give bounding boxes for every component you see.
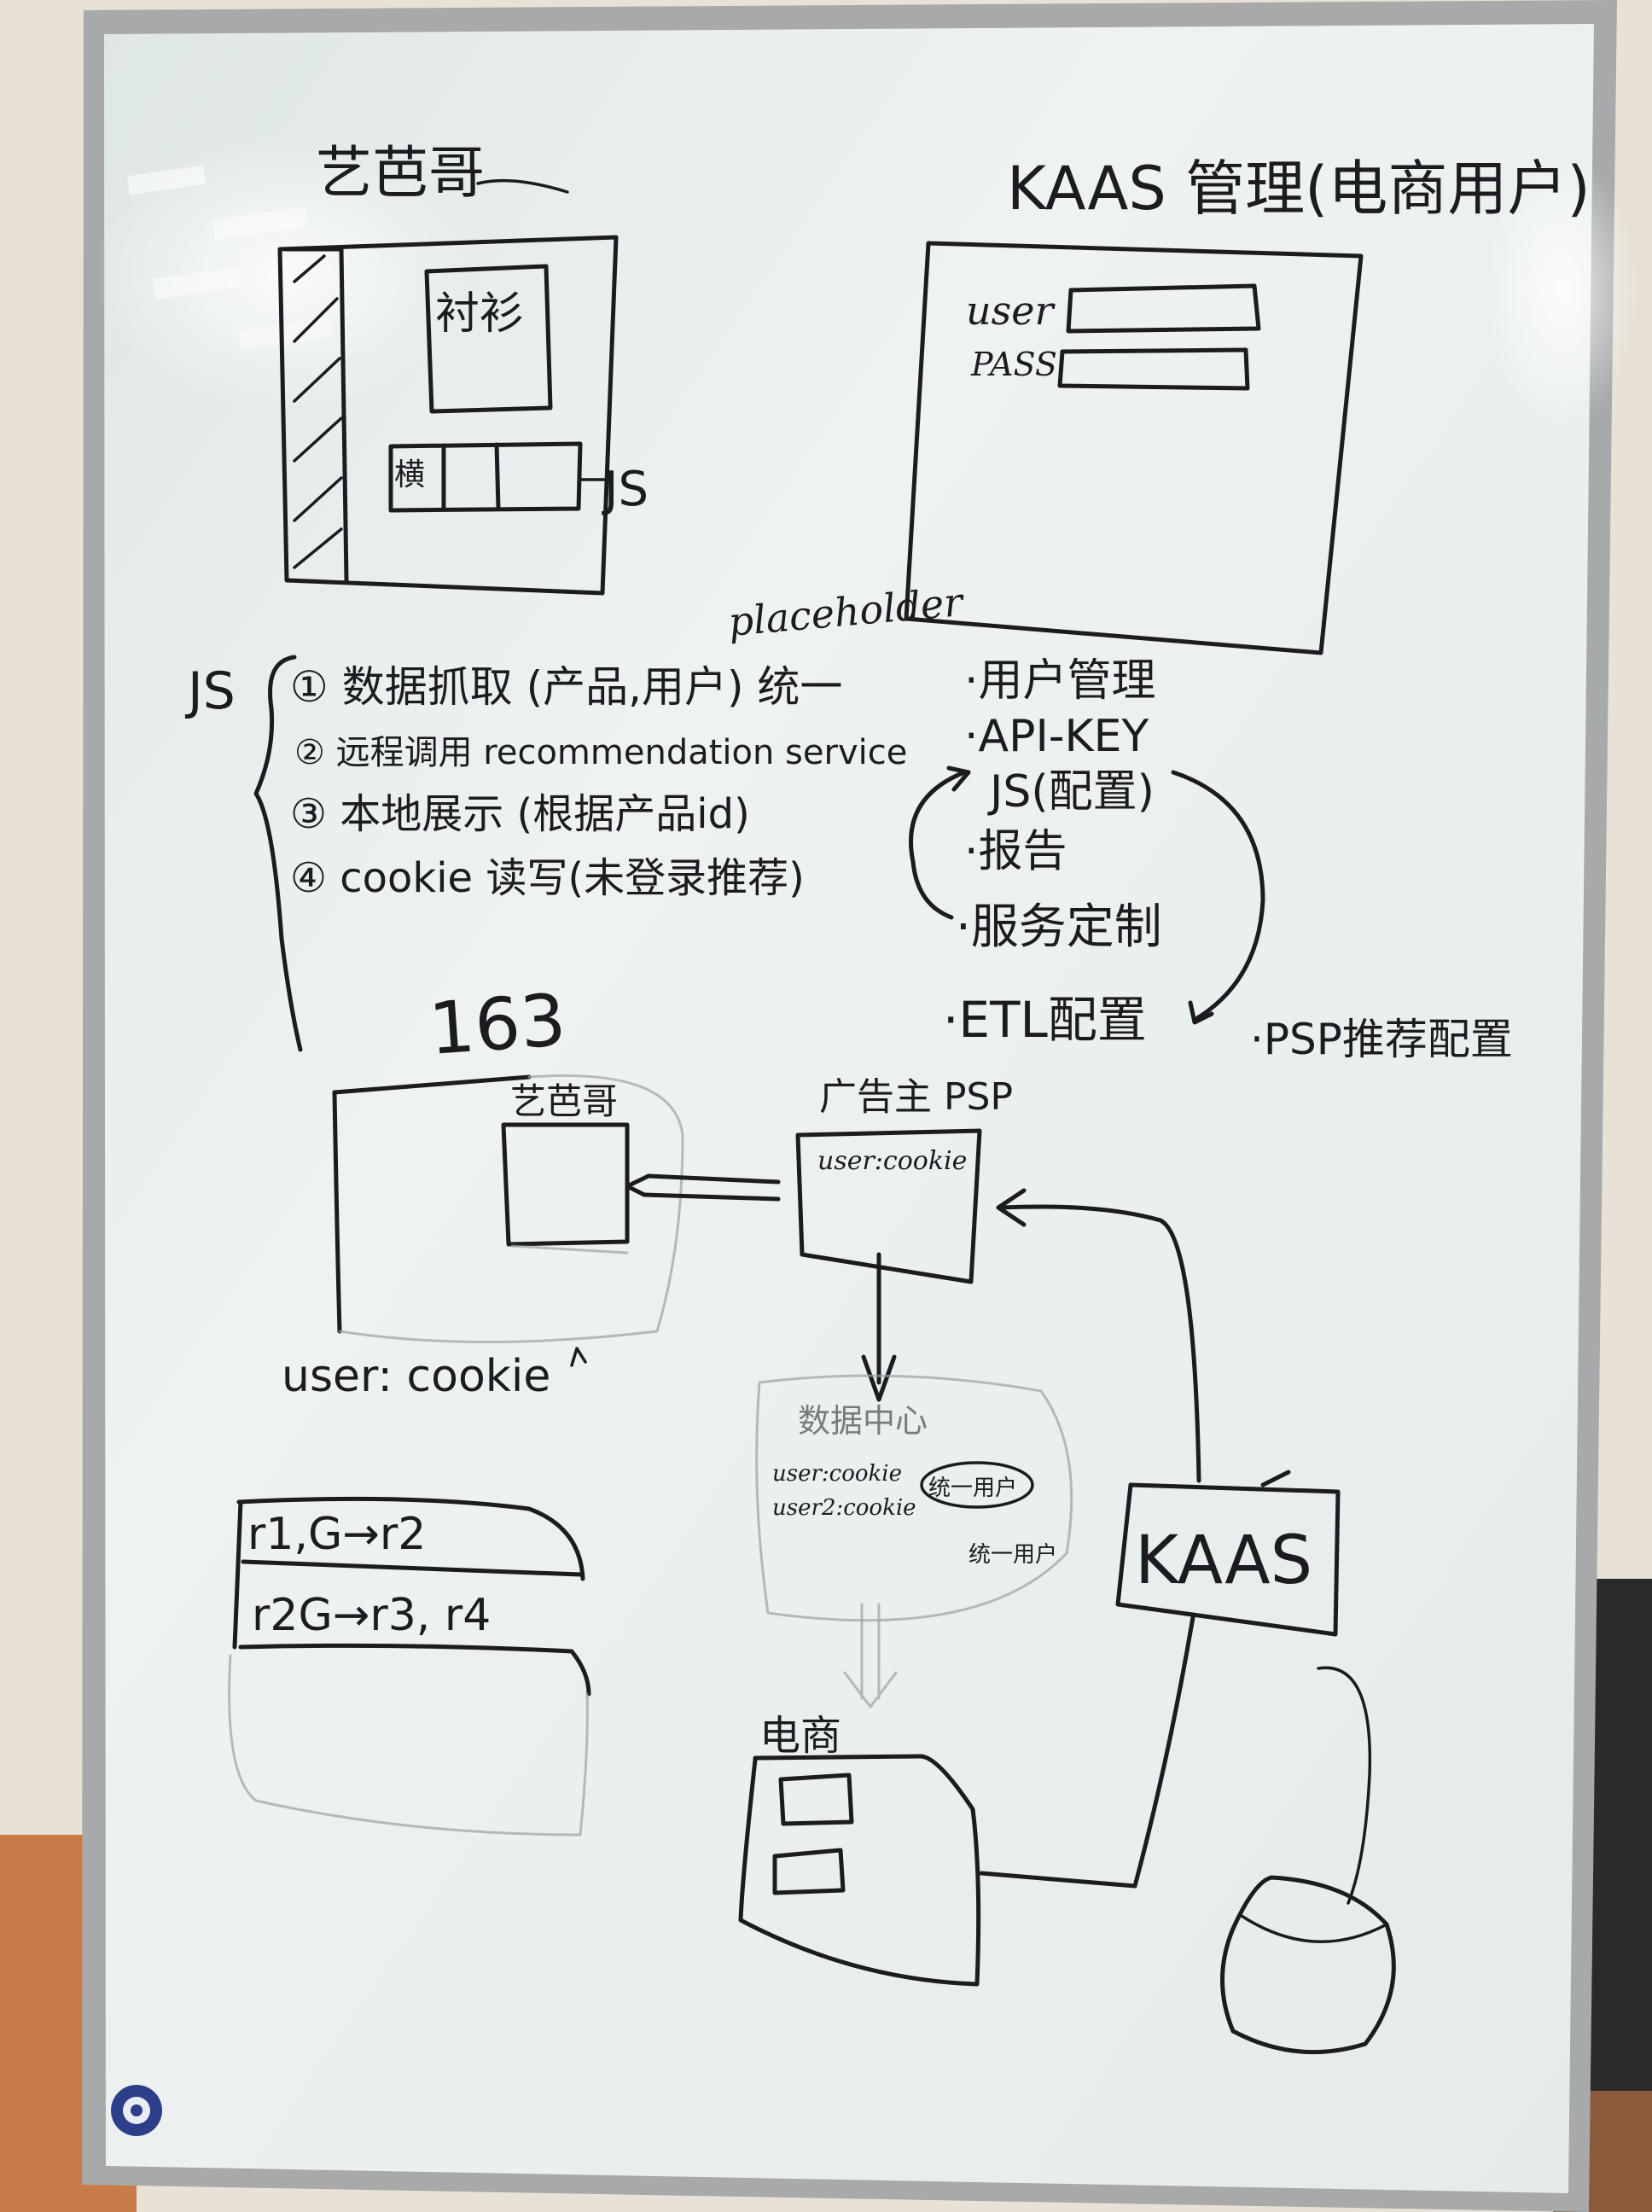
exchange-line-1: user:cookie (772, 1461, 902, 1487)
js-item-3: ③ 本地展示 (根据产品id) (290, 790, 750, 838)
recommend-slot-label: 横 (394, 457, 425, 492)
database-sketch (1220, 1875, 1396, 2055)
js-list-label: JS (184, 661, 236, 721)
kaas-admin-title: KAAS 管理(电商用户) (1007, 154, 1591, 224)
user-label: user (966, 288, 1056, 334)
board-logo (111, 2085, 162, 2136)
menu-item-psp: ·PSP推荐配置 (1250, 1015, 1513, 1064)
product-image-label: 衬衫 (435, 288, 524, 340)
site-inner-label: 艺芭哥 (510, 1080, 618, 1122)
menu-item-user-mgmt: ·用户管理 (964, 655, 1156, 707)
psp-label: 广告主 PSP (819, 1075, 1013, 1119)
kaas-box-sketch: KAAS (979, 1470, 1372, 1905)
board-surface (104, 24, 1594, 2193)
menu-item-js-config: JS(配置) (987, 766, 1155, 818)
page-mockup-sketch: 艺芭哥 衬衫 横 JS (277, 140, 649, 596)
merchant-sketch: 电商 (738, 1712, 981, 1987)
menu-item-etl: ·ETL配置 (943, 991, 1147, 1049)
js-feature-list: JS ① 数据抓取 (产品,用户) 统一 ② 远程调用 recommendati… (184, 655, 907, 1052)
rule-row-2: r2G→r3, r4 (252, 1590, 491, 1641)
psp-sketch: 广告主 PSP user:cookie (625, 1075, 1201, 1483)
rules-table-sketch: r1,G→r2 r2G→r3, r4 (228, 1496, 591, 1837)
pass-label: PASS (970, 346, 1057, 383)
exchange-note-1: 统一用户 (928, 1476, 1017, 1501)
js-item-2: ② 远程调用 recommendation service (294, 733, 907, 772)
exchange-line-2: user2:cookie (772, 1495, 916, 1521)
menu-item-report: ·报告 (964, 826, 1067, 877)
exchange-sketch: 数据中心 user:cookie user2:cookie 统一用户 统一用户 (755, 1374, 1073, 1708)
menu-item-api-key: ·API-KEY (964, 711, 1149, 762)
js-item-4: ④ cookie 读写(未登录推荐) (290, 854, 805, 902)
kaas-box-label: KAAS (1135, 1522, 1312, 1599)
mockup-title: 艺芭哥 (316, 140, 485, 206)
exchange-label: 数据中心 (798, 1402, 928, 1440)
site-cookie-label: user: cookie (282, 1351, 550, 1402)
site-163-sketch: 163 艺芭哥 user: cookie (282, 978, 684, 1402)
exchange-note-2: 统一用户 (969, 1542, 1057, 1568)
admin-menu-list: ·用户管理 ·API-KEY JS(配置) ·报告 ·服务定制 ·ETL配置 ·… (909, 655, 1513, 1064)
site-163-label: 163 (427, 978, 569, 1071)
js-item-1: ① 数据抓取 (产品,用户) 统一 (290, 662, 842, 712)
js-slot-label: JS (602, 462, 649, 517)
rule-row-1: r1,G→r2 (247, 1509, 426, 1560)
menu-item-service: ·服务定制 (956, 899, 1162, 955)
merchant-label: 电商 (759, 1712, 841, 1760)
psp-cookie-label: user:cookie (817, 1146, 967, 1176)
